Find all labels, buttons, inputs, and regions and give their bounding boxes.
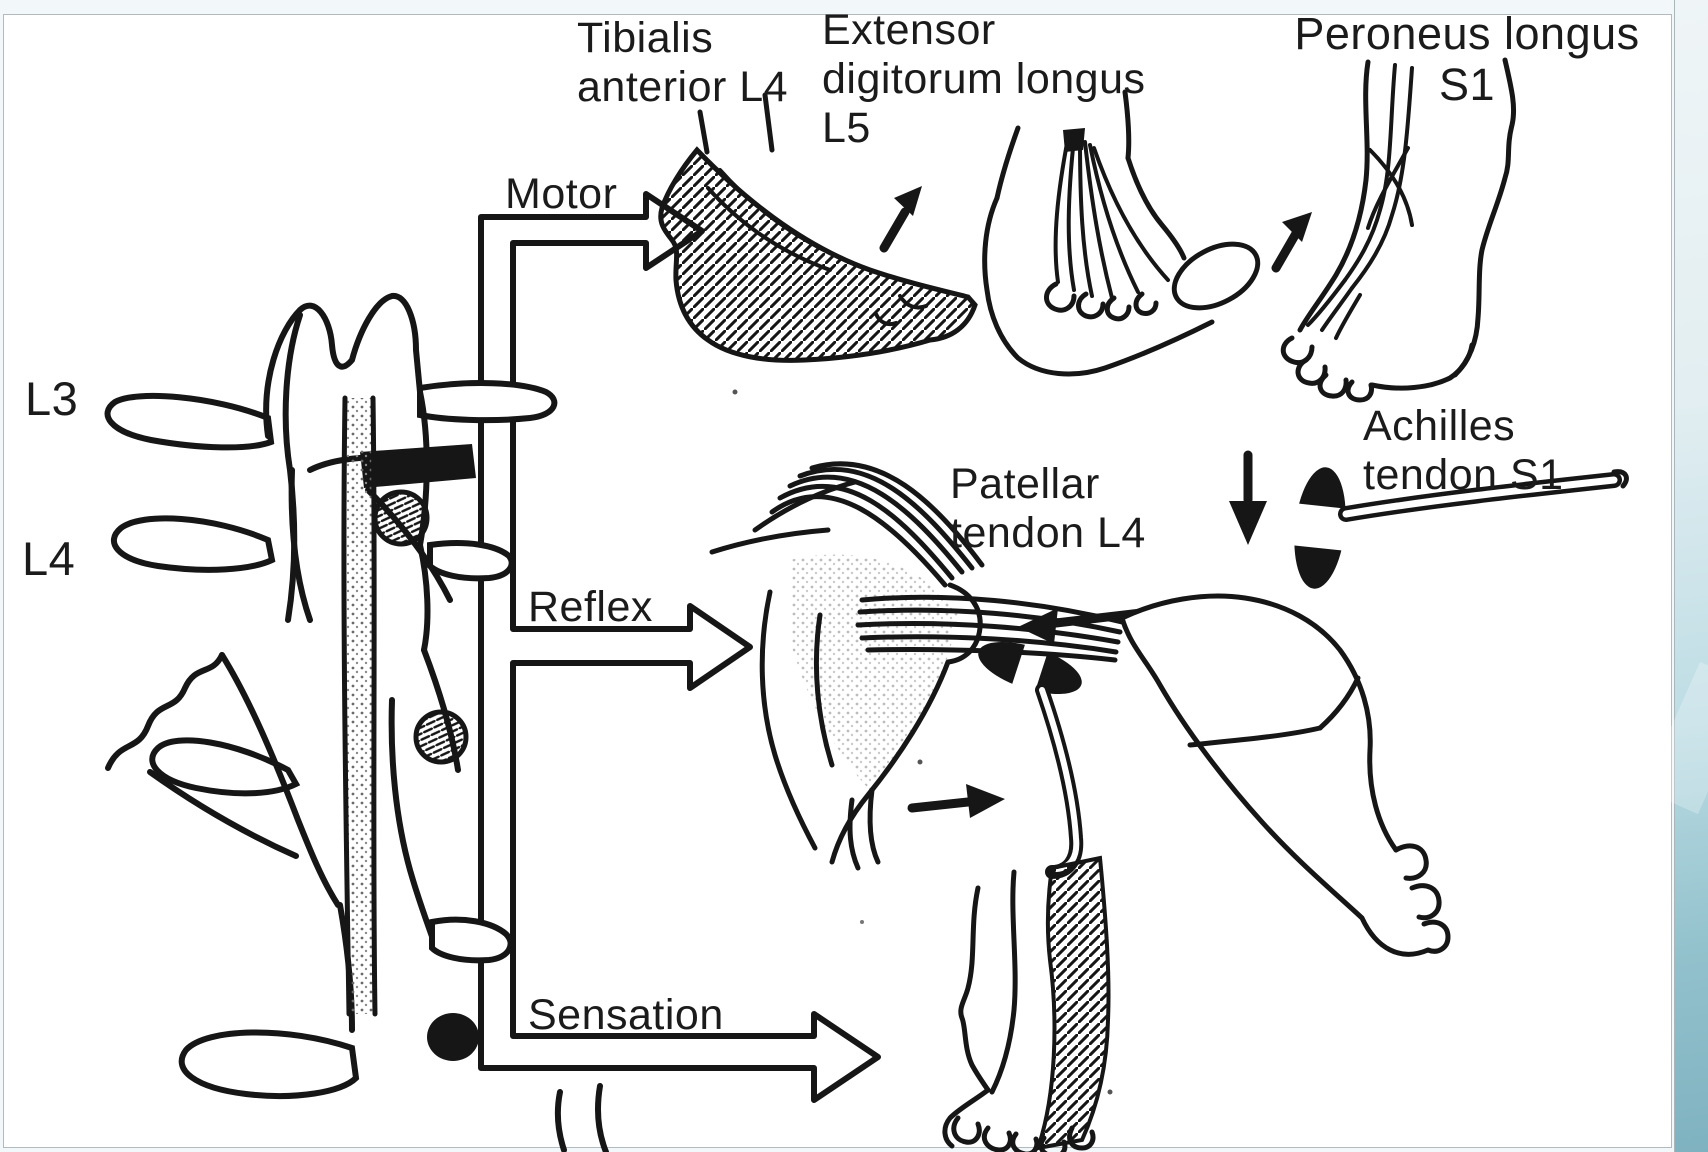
label-patellar-tendon-l4: Patellar tendon L4 — [950, 460, 1146, 558]
lumbar-spine-drawing — [104, 293, 609, 1152]
label-peroneus-longus-s1: Peroneus longus S1 — [1294, 8, 1640, 111]
tibialis-anterior-foot-drawing — [658, 92, 978, 363]
achilles-reflex-foot-drawing — [855, 450, 1629, 957]
label-vertebra-l4: L4 — [22, 532, 76, 585]
label-reflex-branch: Reflex — [528, 583, 653, 631]
label-sensation-branch: Sensation — [528, 991, 724, 1039]
label-vertebra-l3: L3 — [25, 372, 79, 425]
slide-accent-strip — [1674, 0, 1708, 1152]
label-achilles-tendon-s1: Achilles tendon S1 — [1363, 402, 1564, 500]
label-tibialis-anterior-l4: Tibialis anterior L4 — [577, 14, 789, 112]
extensor-digitorum-foot-drawing — [982, 89, 1261, 377]
label-extensor-digitorum-l5: Extensor digitorum longus L5 — [822, 6, 1146, 153]
sensation-foot-drawing — [732, 389, 1113, 1152]
peroneus-longus-foot-drawing — [1271, 57, 1517, 403]
label-motor-branch: Motor — [505, 170, 618, 218]
